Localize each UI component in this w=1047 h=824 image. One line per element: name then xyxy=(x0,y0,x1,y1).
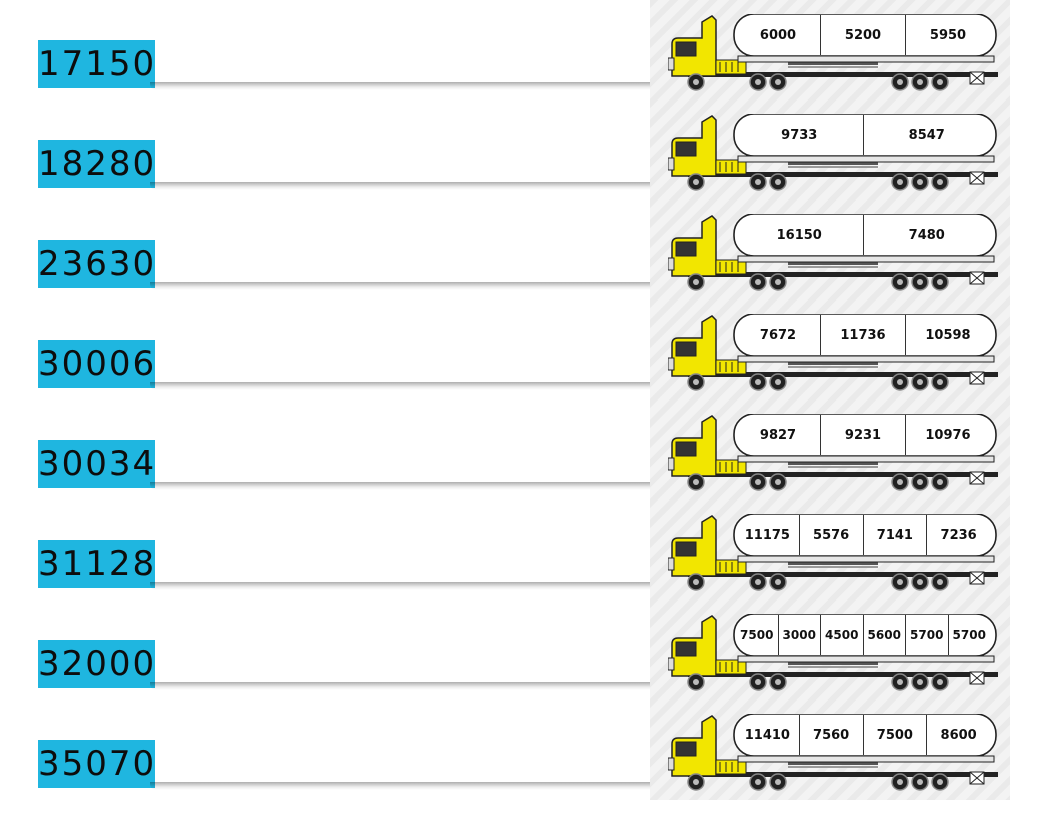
compartment-volume: 7480 xyxy=(862,215,991,255)
total-volume-badge: 30006 xyxy=(38,340,155,388)
compartment-volume: 5950 xyxy=(905,15,990,55)
compartment-volume: 3000 xyxy=(777,615,821,655)
total-volume-badge: 17150 xyxy=(38,40,155,88)
tanker-truck-icon xyxy=(668,114,998,191)
tanker-truck-icon xyxy=(668,314,998,391)
tanker-row: 23630 xyxy=(0,200,1047,300)
tank-compartments: 16150 7480 xyxy=(736,215,990,255)
total-volume-badge: 18280 xyxy=(38,140,155,188)
tanker-row: 18280 xyxy=(0,100,1047,200)
total-volume-badge: 35070 xyxy=(38,740,155,788)
tanker-row: 17150 xyxy=(0,0,1047,100)
compartment-volume: 5600 xyxy=(862,615,906,655)
compartment-volume: 7672 xyxy=(759,327,797,343)
tanker-row: 31128 xyxy=(0,500,1047,600)
row-divider xyxy=(150,482,1007,490)
compartment-volume: 10976 xyxy=(905,415,990,455)
compartment-volume: 11175 xyxy=(744,527,790,543)
compartment-volume: 5200 xyxy=(820,15,905,55)
compartment-volume: 16150 xyxy=(776,227,822,243)
row-divider xyxy=(150,382,1007,390)
row-divider xyxy=(150,582,1007,590)
compartment-volume: 7141 xyxy=(862,515,927,555)
row-divider xyxy=(150,82,1007,90)
compartment-volume: 9733 xyxy=(781,127,818,143)
compartment-volume: 5700 xyxy=(947,615,991,655)
truck-illustration: 16150 7480 xyxy=(650,200,1010,300)
compartment-volume: 5700 xyxy=(905,615,948,655)
total-volume-badge: 30034 xyxy=(38,440,155,488)
row-divider xyxy=(150,182,1007,190)
tanker-truck-icon xyxy=(668,614,998,691)
tanker-row: 30006 xyxy=(0,300,1047,400)
tanker-row: 30034 xyxy=(0,400,1047,500)
compartment-volume: 10598 xyxy=(905,315,990,355)
compartment-volume: 7560 xyxy=(798,715,863,755)
tanker-row: 32000 xyxy=(0,600,1047,700)
compartment-volume: 7500 xyxy=(862,715,927,755)
row-divider xyxy=(150,282,1007,290)
tanker-row: 35070 xyxy=(0,700,1047,800)
tanker-truck-icon xyxy=(668,214,998,291)
compartment-volume: 11410 xyxy=(744,727,790,743)
row-divider xyxy=(150,682,1007,690)
compartment-volume: 9231 xyxy=(820,415,905,455)
total-volume-badge: 32000 xyxy=(38,640,155,688)
compartment-volume: 5576 xyxy=(798,515,863,555)
compartment-volume: 8547 xyxy=(862,115,991,155)
compartment-volume: 7500 xyxy=(740,628,774,642)
total-volume-badge: 31128 xyxy=(38,540,155,588)
compartment-volume: 8600 xyxy=(926,715,990,755)
compartment-volume: 11736 xyxy=(820,315,905,355)
tank-compartments: 9733 8547 xyxy=(736,115,990,155)
total-volume-badge: 23630 xyxy=(38,240,155,288)
tanker-truck-icon xyxy=(668,414,998,491)
compartment-volume: 9827 xyxy=(759,427,797,443)
row-divider xyxy=(150,782,1007,790)
compartment-volume: 6000 xyxy=(759,27,797,43)
truck-illustration: 9733 8547 xyxy=(650,100,1010,200)
compartment-volume: 7236 xyxy=(926,515,990,555)
compartment-volume: 4500 xyxy=(820,615,863,655)
tanker-truck-icon xyxy=(668,14,998,91)
